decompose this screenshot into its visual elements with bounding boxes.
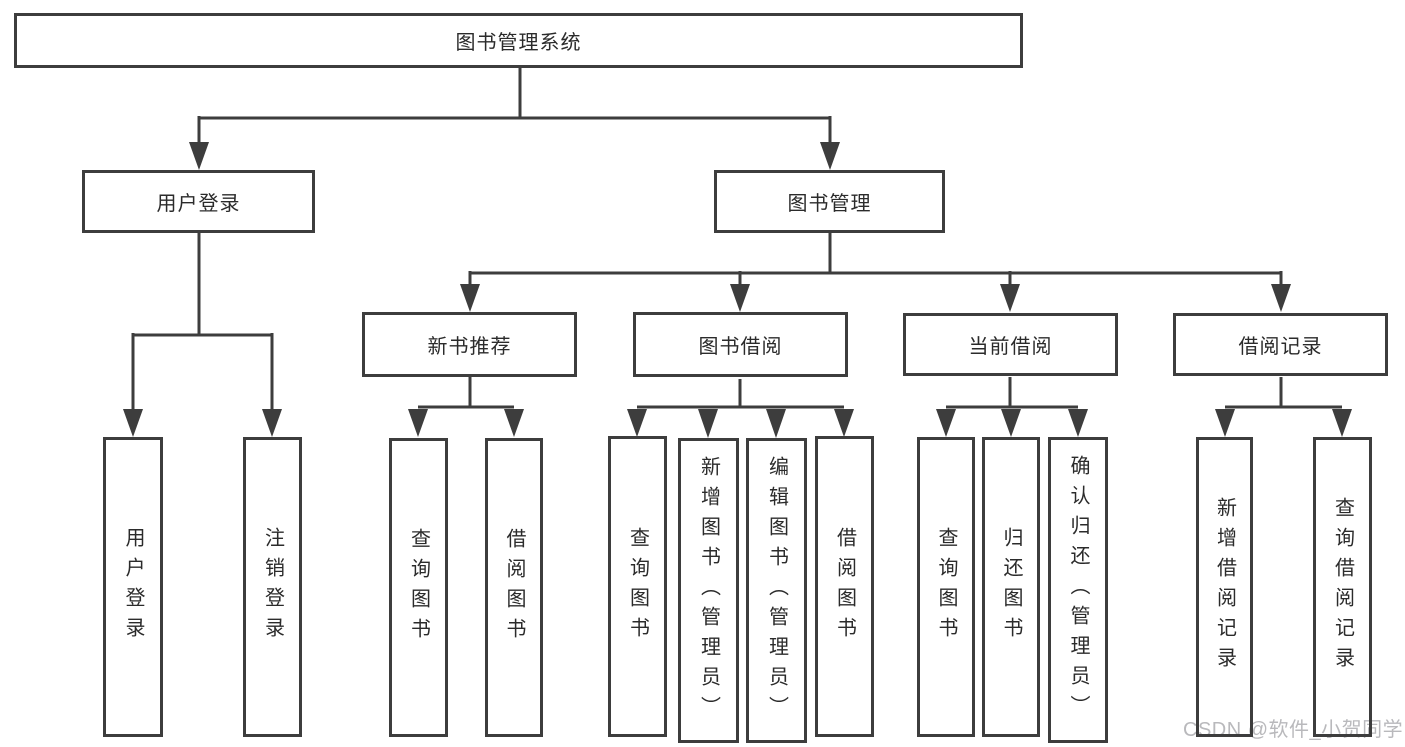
node-user-login: 用户登录 bbox=[82, 170, 315, 233]
node-label: 查询图书 bbox=[935, 527, 957, 647]
node-label: 当前借阅 bbox=[968, 336, 1053, 358]
leaf-edit-books-admin: 编辑图书（管理员） bbox=[746, 438, 807, 743]
leaf-borrow-books-recommend: 借阅图书 bbox=[485, 438, 543, 737]
leaf-user-login: 用户登录 bbox=[103, 437, 163, 737]
leaf-query-books-borrow: 查询图书 bbox=[608, 436, 667, 737]
node-borrow-records: 借阅记录 bbox=[1173, 313, 1388, 376]
node-label: 新书推荐 bbox=[427, 336, 512, 358]
node-book-management: 图书管理 bbox=[714, 170, 945, 233]
leaf-query-borrow-record: 查询借阅记录 bbox=[1313, 437, 1372, 737]
leaf-borrow-books-borrow: 借阅图书 bbox=[815, 436, 874, 737]
node-label: 用户登录 bbox=[122, 527, 144, 647]
node-label: 用户登录 bbox=[156, 193, 241, 215]
node-label: 查询图书 bbox=[407, 527, 430, 648]
node-label: 图书借阅 bbox=[698, 336, 783, 358]
node-label: 借阅图书 bbox=[833, 526, 856, 647]
node-label: 查询图书 bbox=[626, 526, 649, 647]
leaf-add-borrow-record: 新增借阅记录 bbox=[1196, 437, 1253, 737]
node-new-book-recommend: 新书推荐 bbox=[362, 312, 577, 377]
leaf-logout-login: 注销登录 bbox=[243, 437, 302, 737]
node-label: 查询借阅记录 bbox=[1331, 497, 1354, 677]
leaf-query-books-recommend: 查询图书 bbox=[389, 438, 448, 737]
node-label: 注销登录 bbox=[261, 527, 284, 647]
node-book-borrow: 图书借阅 bbox=[633, 312, 848, 377]
leaf-confirm-return-admin: 确认归还（管理员） bbox=[1048, 437, 1108, 743]
node-label: 图书管理 bbox=[787, 193, 872, 215]
node-label: 新增图书（管理员） bbox=[697, 455, 720, 726]
leaf-add-books-admin: 新增图书（管理员） bbox=[678, 438, 739, 743]
node-label: 归还图书 bbox=[1000, 527, 1022, 647]
node-label: 确认归还（管理员） bbox=[1067, 455, 1089, 725]
node-label: 编辑图书（管理员） bbox=[765, 455, 788, 726]
node-root: 图书管理系统 bbox=[14, 13, 1023, 68]
node-current-borrow: 当前借阅 bbox=[903, 313, 1118, 376]
node-label: 借阅图书 bbox=[503, 527, 525, 648]
node-label: 新增借阅记录 bbox=[1213, 497, 1236, 677]
leaf-query-books-current: 查询图书 bbox=[917, 437, 975, 737]
node-label: 借阅记录 bbox=[1238, 336, 1323, 358]
leaf-return-books: 归还图书 bbox=[982, 437, 1040, 737]
node-label: 图书管理系统 bbox=[455, 32, 582, 54]
